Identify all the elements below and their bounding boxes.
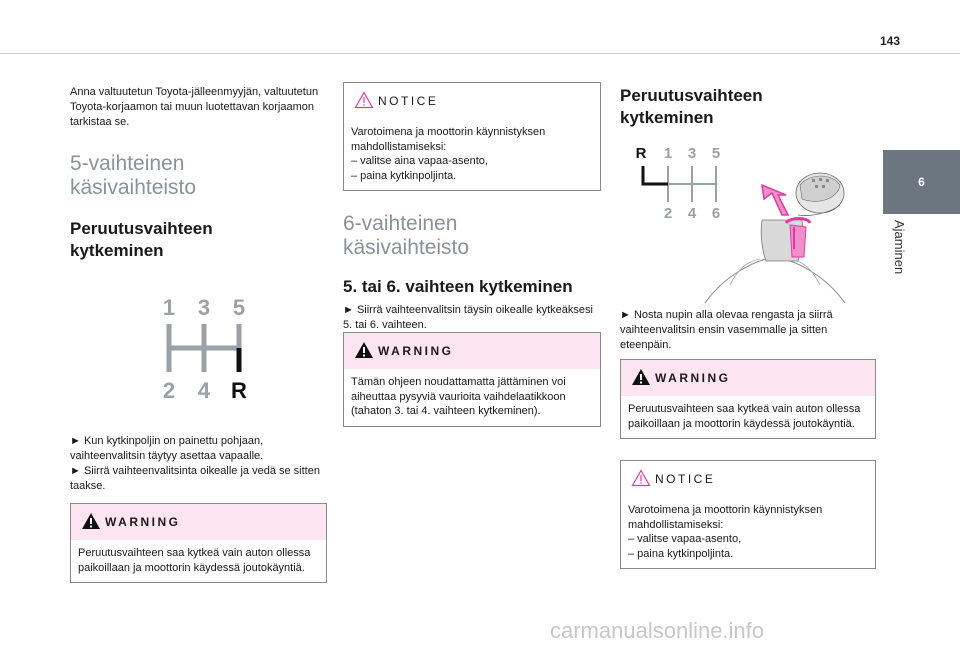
notice-line-3: – paina kytkinpoljinta. — [351, 169, 457, 182]
warning-icon — [355, 342, 373, 358]
warning-title: WARNING — [105, 515, 181, 529]
gear-label-r: R — [231, 378, 247, 403]
gear-label-6: 6 — [712, 205, 720, 222]
gear-label-3: 3 — [198, 295, 210, 320]
chapter-title: Ajaminen — [892, 220, 907, 275]
gear-label-3: 3 — [688, 145, 696, 162]
step-1: ► Kun kytkinpoljin on painettu pohjaan, … — [70, 435, 264, 462]
warning-box-col3: WARNING Peruutusvaihteen saa kytkeä vain… — [620, 359, 876, 439]
gear-label-1: 1 — [664, 145, 672, 162]
intro-text: Anna valtuutetun Toyota-jälleenmyyjän, v… — [70, 86, 319, 128]
notice-box-col3: NOTICE Varotoimena ja moottorin käynnist… — [620, 460, 876, 569]
step-col3: ► Nosta nupin alla olevaa rengasta ja si… — [620, 309, 833, 351]
gear-diagram-5-speed: 1 3 5 2 4 R — [163, 295, 247, 403]
subheading-reverse-6: Peruutusvaihteen kytkeminen — [620, 86, 763, 127]
column-3-heading: Peruutusvaihteen kytkeminen — [620, 85, 860, 129]
gear-label-4: 4 — [198, 378, 211, 403]
subheading-5-6-gear: 5. tai 6. vaihteen kytkeminen — [343, 277, 573, 296]
watermark: carmanualsonline.info — [550, 618, 765, 643]
gear-label-2: 2 — [664, 205, 672, 222]
notice-line-3: – paina kytkinpoljinta. — [628, 547, 734, 560]
notice-line-2: – valitse vapaa-asento, — [628, 533, 742, 545]
warning-icon — [82, 513, 100, 529]
notice-title: NOTICE — [378, 94, 439, 108]
warning-title: WARNING — [655, 371, 731, 385]
gear-diagram-6-speed: R 1 3 5 2 4 6 — [636, 145, 721, 222]
notice-icon — [354, 91, 374, 109]
gear-label-2: 2 — [163, 378, 175, 403]
warning-title: WARNING — [378, 344, 454, 358]
notice-box-col2: NOTICE Varotoimena ja moottorin käynnist… — [343, 82, 601, 191]
notice-line-1: Varotoimena ja moottorin käynnistyksen m… — [351, 126, 546, 153]
steps-col1: ► Kun kytkinpoljin on painettu pohjaan, … — [70, 434, 325, 494]
gear-lever-illustration — [704, 172, 846, 304]
warning-box-col2: WARNING Tämän ohjeen noudattamatta jättä… — [343, 332, 601, 427]
notice-title: NOTICE — [655, 472, 716, 486]
step-col2: ► Siirrä vaihteenvalitsin täysin oikeall… — [343, 304, 593, 331]
notice-line-2: – valitse aina vapaa-asento, — [351, 155, 488, 167]
step-col3-wrap: ► Nosta nupin alla olevaa rengasta ja si… — [620, 308, 860, 353]
warning-text: Peruutusvaihteen saa kytkeä vain auton o… — [78, 547, 311, 574]
gear-label-r: R — [636, 145, 647, 162]
notice-line-1: Varotoimena ja moottorin käynnistyksen m… — [628, 504, 823, 531]
column-1: Anna valtuutetun Toyota-jälleenmyyjän, v… — [70, 85, 325, 262]
gear-label-5: 5 — [233, 295, 245, 320]
warning-text: Peruutusvaihteen saa kytkeä vain auton o… — [628, 403, 861, 430]
page-number: 143 — [880, 34, 901, 48]
section-heading-5-speed: 5-vaihteinen käsivaihteisto — [70, 152, 197, 199]
step-2: ► Siirrä vaihteenvalitsinta oikealle ja … — [70, 465, 320, 492]
gear-label-5: 5 — [712, 145, 720, 162]
warning-text: Tämän ohjeen noudattamatta jättäminen vo… — [351, 376, 566, 417]
subheading-reverse: Peruutusvaihteen kytkeminen — [70, 219, 213, 260]
section-heading-6-speed: 6-vaihteinen käsivaihteisto — [343, 212, 470, 259]
top-rule — [0, 53, 960, 54]
notice-icon — [631, 469, 651, 487]
gear-label-1: 1 — [163, 295, 175, 320]
column-2-content: 6-vaihteinen käsivaihteisto 5. tai 6. va… — [343, 212, 601, 333]
warning-box-col1: WARNING Peruutusvaihteen saa kytkeä vain… — [70, 503, 327, 583]
gear-label-4: 4 — [688, 205, 697, 222]
warning-icon — [632, 369, 650, 385]
chapter-tab[interactable]: 6 — [883, 150, 960, 214]
